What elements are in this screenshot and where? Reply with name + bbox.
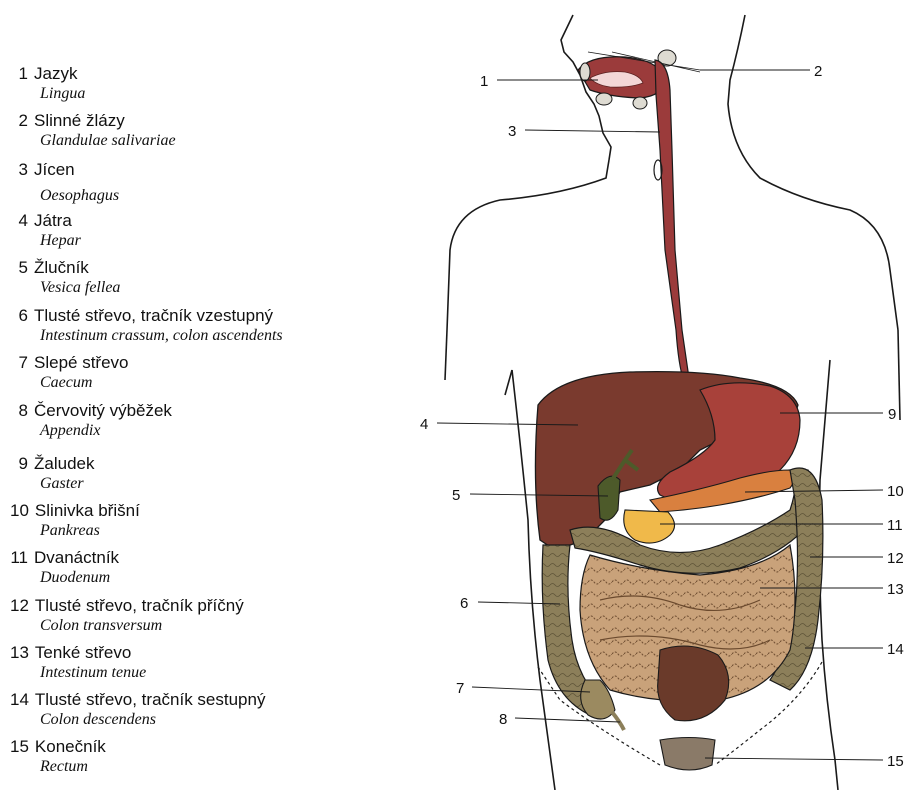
callout-number: 3 <box>508 123 516 140</box>
callout-number: 7 <box>456 680 464 697</box>
callout-number: 5 <box>452 487 460 504</box>
callout-number: 2 <box>814 63 822 80</box>
duodenum <box>624 510 675 543</box>
callout-number: 12 <box>887 550 904 567</box>
callout-number: 1 <box>480 73 488 90</box>
callout-number: 14 <box>887 641 904 658</box>
left-arm-inner <box>505 370 512 395</box>
callout-number: 4 <box>420 416 428 433</box>
callout-number: 8 <box>499 711 507 728</box>
neck-left-line <box>447 160 609 330</box>
sigmoid-colon <box>658 646 729 721</box>
left-arm-line <box>445 330 447 380</box>
esophagus <box>655 60 708 398</box>
rectum <box>660 738 715 771</box>
callout-number: 10 <box>887 483 904 500</box>
callout-number: 15 <box>887 753 904 770</box>
callout-number: 13 <box>887 581 904 598</box>
leader-line-15 <box>705 758 883 760</box>
mouth-region <box>578 50 700 109</box>
callout-number: 9 <box>888 406 896 423</box>
right-arm-line <box>898 330 900 420</box>
salivary-gland-icon <box>633 97 647 109</box>
appendix <box>612 712 624 730</box>
callout-number: 6 <box>460 595 468 612</box>
salivary-gland-icon <box>596 93 612 105</box>
callout-number: 11 <box>887 517 903 534</box>
gallbladder <box>598 476 620 520</box>
neck-right-line <box>728 15 898 330</box>
leader-line-3 <box>525 130 660 132</box>
salivary-gland-icon <box>580 63 590 81</box>
